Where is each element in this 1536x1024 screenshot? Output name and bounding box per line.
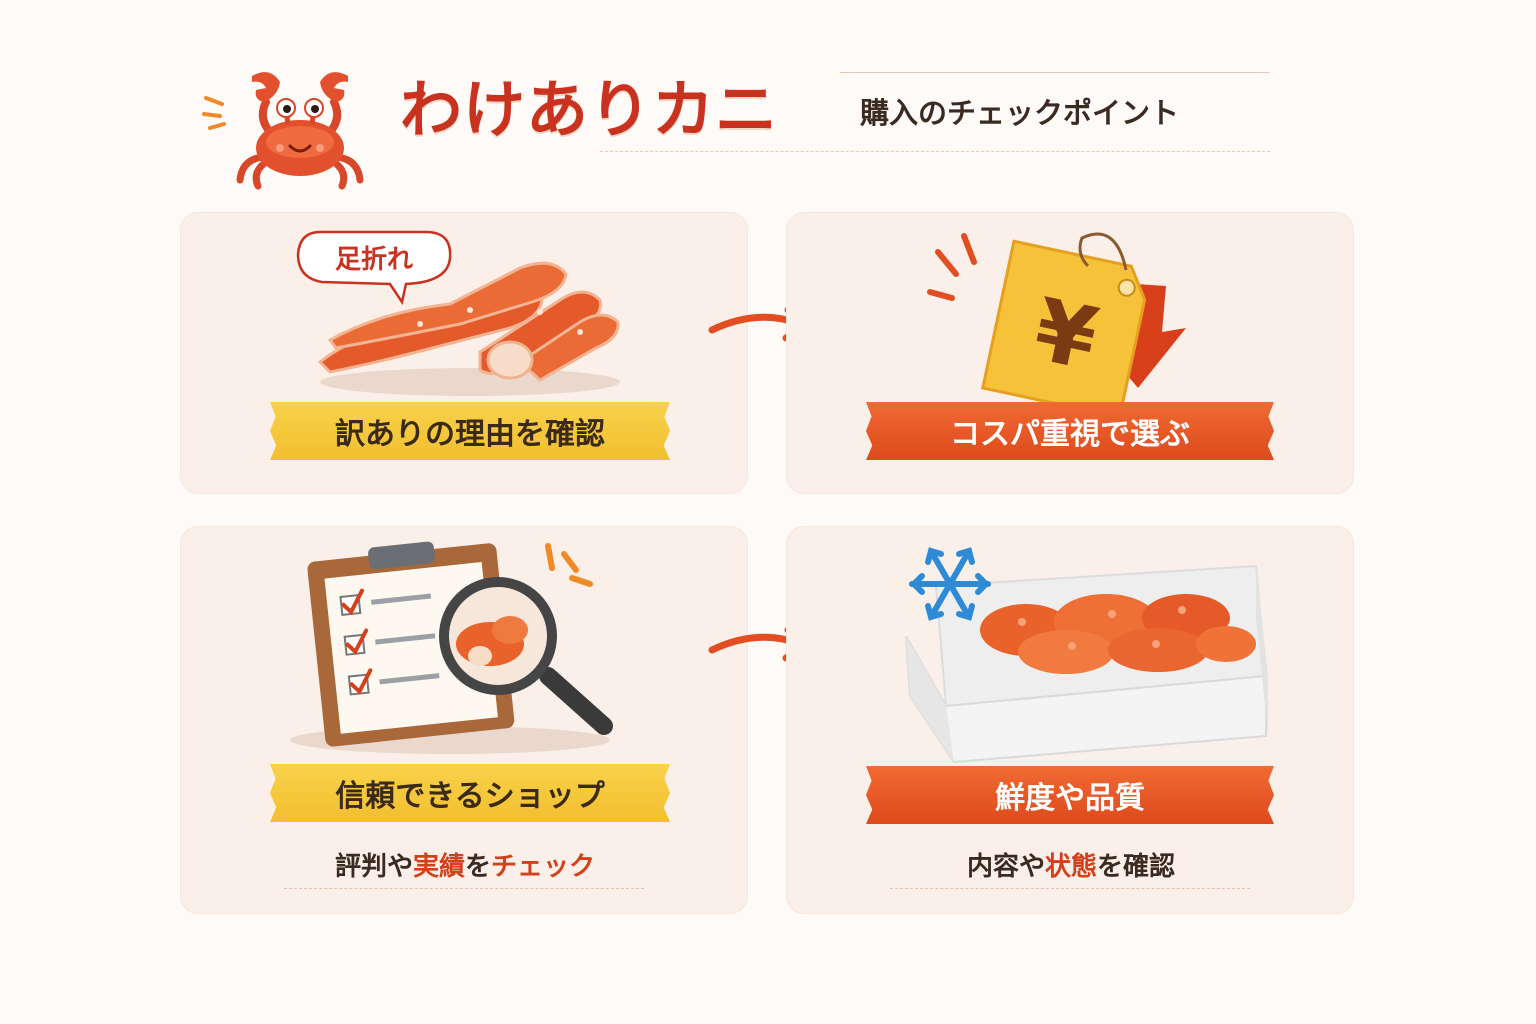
note-shop-hl1: 実績 <box>412 852 465 882</box>
header: わけありカニ 購入のチェックポイント <box>200 62 1270 190</box>
banner-cost: コスパ重視で選ぶ <box>880 402 1260 460</box>
banner-quality: 鮮度や品質 <box>880 766 1260 824</box>
note-shop-hl2: チェック <box>491 852 596 882</box>
header-rule-bottom <box>600 151 1270 152</box>
note-quality: 内容や状態を確認 <box>896 846 1246 883</box>
crab-legs-icon: 足折れ <box>296 230 620 396</box>
page-title: わけありカニ <box>400 73 779 146</box>
note-quality-mid: を確認 <box>1097 852 1176 882</box>
note-quality-pre: 内容や <box>966 852 1045 882</box>
banner-shop: 信頼できるショップ <box>284 764 656 822</box>
card-reason: 足折れ 訳ありの理由を確認 <box>180 212 748 494</box>
crab-icon <box>202 72 364 190</box>
note-quality-hl1: 状態 <box>1044 852 1097 882</box>
magnifier-icon <box>439 577 613 735</box>
bubble-label: 足折れ <box>335 245 413 275</box>
card-quality: 鮮度や品質 内容や状態を確認 <box>786 526 1354 914</box>
note-shop-rule <box>284 888 644 889</box>
card-cost: ¥ コスパ重視で選ぶ <box>786 212 1354 494</box>
banner-reason: 訳ありの理由を確認 <box>284 402 656 460</box>
note-shop-mid: を <box>465 852 492 882</box>
card-shop: 信頼できるショップ 評判や実績をチェック <box>180 526 748 914</box>
snowflake-icon <box>909 547 991 621</box>
note-quality-rule <box>890 888 1250 889</box>
page-subtitle: 購入のチェックポイント <box>860 96 1180 130</box>
clipboard-icon <box>290 541 613 754</box>
foam-box-icon <box>905 547 1268 764</box>
header-rule-top <box>840 72 1270 73</box>
note-shop-pre: 評判や <box>334 852 413 882</box>
price-tag-icon: ¥ <box>927 232 1186 419</box>
note-shop: 評判や実績をチェック <box>290 846 640 883</box>
